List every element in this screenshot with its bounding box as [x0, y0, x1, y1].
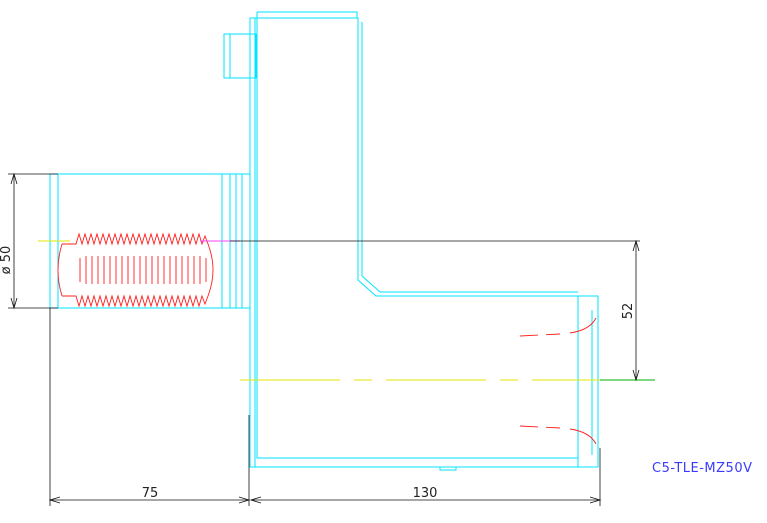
- right-flange: [577, 295, 599, 468]
- len130-arrow-left: [249, 496, 262, 504]
- shank-length-label: 75: [142, 486, 159, 501]
- dimension-lines: [8, 172, 640, 506]
- len75-arrow-right: [238, 496, 251, 504]
- thread-end-curve: [207, 243, 214, 297]
- dia-arrow-bottom: [10, 297, 18, 310]
- top-nub: [223, 33, 257, 79]
- dia-arrow-top: [10, 172, 18, 185]
- diameter-label: ø 50: [0, 246, 14, 275]
- hidden-curve-lower: [569, 428, 597, 445]
- height-arrow-bottom: [632, 369, 640, 382]
- thread-start-curve: [57, 243, 63, 297]
- height-arrow-top: [632, 239, 640, 252]
- hidden-curve-upper: [569, 317, 597, 334]
- bottom-tab: [439, 467, 457, 471]
- len130-arrow-right: [589, 496, 602, 504]
- height-offset-label: 52: [621, 303, 636, 320]
- thread-hatch: [79, 256, 207, 284]
- l-shaped-body-inner: [256, 11, 578, 459]
- shank: [49, 173, 223, 309]
- len75-arrow-left: [48, 496, 61, 504]
- centerlines: [38, 240, 655, 381]
- hidden-line-upper: [519, 333, 561, 337]
- l-shaped-body: [249, 17, 599, 468]
- thread-bottom-zigzag: [62, 294, 209, 308]
- thread-top-zigzag: [62, 232, 209, 246]
- hidden-line-lower: [519, 425, 561, 429]
- part-code-label: C5-TLE-MZ50V: [652, 461, 753, 476]
- thread-detail: [57, 232, 597, 445]
- body-length-label: 130: [413, 486, 438, 501]
